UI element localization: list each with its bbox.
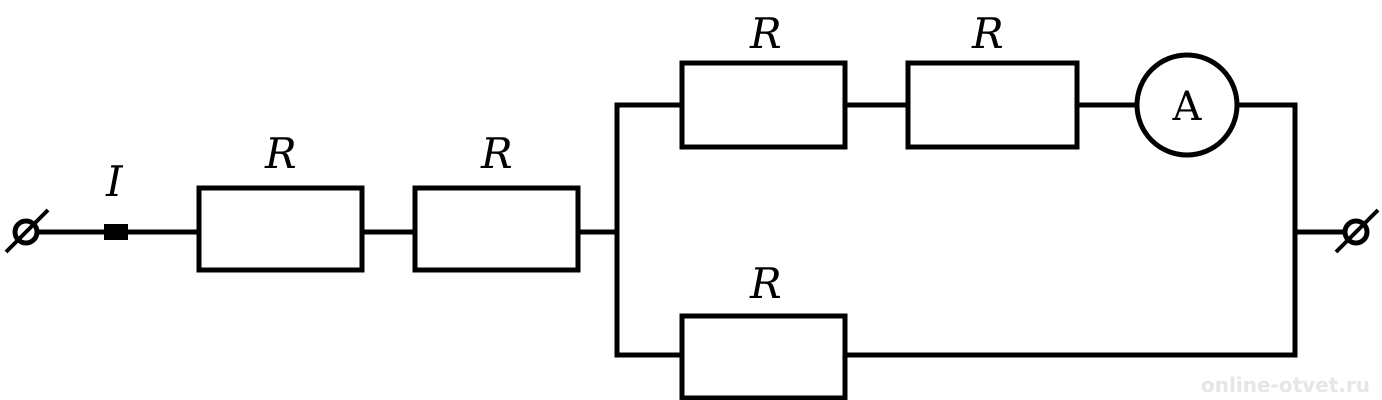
ammeter-label: A [1172, 84, 1203, 130]
resistor-r2-label: R [480, 129, 513, 178]
resistor-r3 [679, 60, 848, 150]
current-arrow-icon [104, 224, 128, 240]
resistor-r5-label: R [749, 259, 782, 308]
resistor-r3-label: R [749, 9, 782, 58]
watermark: online-otvet.ru [1201, 373, 1370, 397]
resistor-r4 [905, 60, 1080, 150]
resistor-r1-label: R [264, 129, 297, 178]
resistor-r4-label: R [971, 9, 1004, 58]
wire-right-junction [845, 102, 1298, 358]
current-label: I [105, 157, 124, 206]
ammeter: A [1134, 52, 1240, 158]
terminal-left [4, 208, 50, 254]
wire-left-junction [614, 102, 682, 358]
resistor-r2 [412, 185, 581, 273]
resistor-r5 [679, 313, 848, 400]
wires [38, 102, 1345, 358]
resistor-r1 [196, 185, 365, 273]
ammeter-circle [1134, 52, 1240, 158]
terminal-right [1334, 208, 1380, 254]
